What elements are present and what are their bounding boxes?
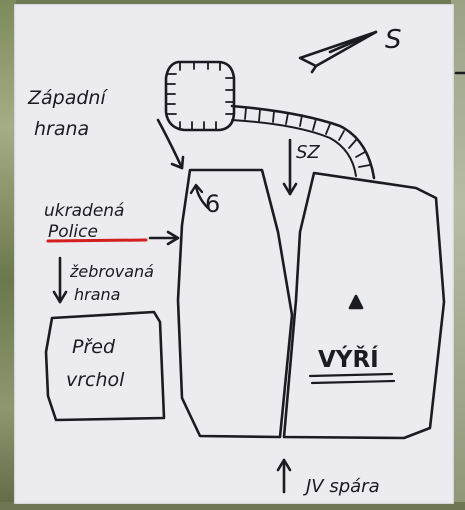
west-edge-label-line1: Západní: [27, 87, 108, 109]
compass-label: S: [385, 25, 402, 55]
fore-summit-block: [44, 310, 166, 422]
background-grass-left: [0, 0, 16, 510]
route-number: 6: [205, 190, 220, 218]
compass-arrow-icon: [298, 30, 378, 74]
se-crack-label: JV spára: [303, 476, 380, 497]
summit-name: VÝŘÍ: [318, 345, 379, 373]
stolen-ledge-label-line2: Police: [48, 222, 98, 242]
fore-summit-label-line2: vrchol: [66, 369, 125, 391]
background-ground: [0, 502, 465, 510]
summit-underline: [308, 372, 396, 385]
stolen-ledge-label-line1: ukradená: [44, 201, 124, 221]
background-rock-right: [451, 0, 465, 510]
arrow-stolen-ledge-icon: [148, 230, 180, 246]
boulder: [164, 60, 236, 132]
summit-triangle-icon: [348, 294, 364, 310]
arrow-ribbed-edge-icon: [52, 256, 68, 304]
summit-tower: [282, 171, 446, 440]
middle-tower: [176, 168, 294, 439]
ridge-line: [230, 104, 376, 180]
ribbed-edge-label-line2: hrana: [74, 285, 120, 304]
ribbed-edge-label-line1: žebrovaná: [69, 262, 154, 281]
arrow-nw-icon: [282, 138, 298, 196]
arrow-west-edge-icon: [156, 118, 185, 170]
fore-summit-label-line1: Před: [72, 336, 116, 358]
arrow-se-crack-icon: [276, 458, 292, 494]
route-arrow-icon: [189, 183, 210, 210]
west-edge-label-line2: hrana: [34, 118, 89, 140]
highlight-underline: [46, 238, 148, 243]
nw-label: SZ: [296, 142, 320, 163]
